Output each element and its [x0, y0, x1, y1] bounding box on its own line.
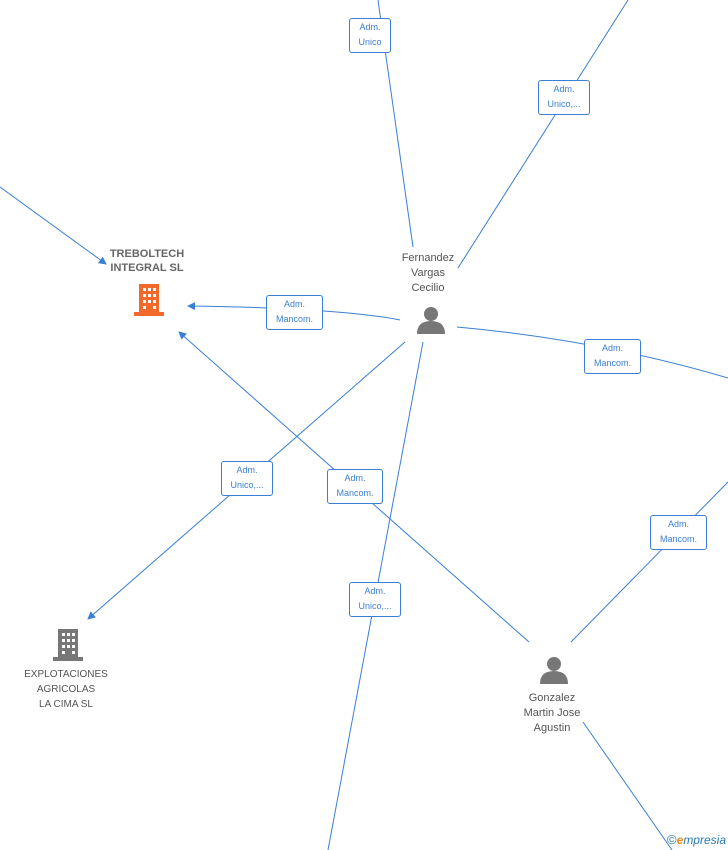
edge-label-line: Unico,... — [358, 601, 392, 611]
edge-label[interactable]: Adm. Mancom. — [584, 339, 641, 374]
person-name-line: Fernandez — [401, 252, 455, 264]
edge-label-line: Unico,... — [230, 480, 264, 490]
edge-label-line: Adm. — [359, 22, 381, 32]
edge-offscreen-to-treboltech — [0, 186, 107, 265]
brand-name: mpresia — [683, 833, 726, 847]
edge-label[interactable]: Adm. Unico,... — [221, 461, 273, 496]
company-explotaciones-label[interactable]: EXPLOTACIONES AGRICOLAS LA CIMA SL — [10, 667, 122, 712]
edge-label-line: Mancom. — [336, 488, 374, 498]
person-name-line: Gonzalez — [528, 692, 576, 704]
edge-fernandez-top-right — [457, 0, 629, 269]
edge-label-line: Unico — [358, 37, 382, 47]
company-name-line: TREBOLTECH — [109, 248, 185, 260]
company-name-line: LA CIMA SL — [39, 699, 93, 710]
edge-label-line: Adm. — [236, 465, 258, 475]
edge-gonzalez-bottom — [582, 721, 673, 850]
person-name-line: Agustin — [533, 722, 571, 734]
edge-label-line: Unico,... — [547, 99, 581, 109]
building-icon — [53, 629, 83, 661]
edge-label-line: Adm. — [283, 299, 305, 309]
empresia-logo: ©empresia — [667, 832, 726, 847]
edge-label-line: Adm. — [601, 343, 623, 353]
edge-label-line: Mancom. — [593, 358, 631, 368]
person-icon — [540, 657, 568, 684]
person-gonzalez-label[interactable]: Gonzalez Martin Jose Agustin — [502, 691, 602, 736]
edge-label[interactable]: Adm. Unico,... — [538, 80, 590, 115]
person-name-line: Vargas — [410, 267, 446, 279]
edge-label[interactable]: Adm. Mancom. — [327, 469, 383, 504]
brand-letter: e — [676, 833, 684, 847]
edge-gonzalez-right — [570, 481, 728, 643]
edge-label-line: Mancom. — [659, 534, 697, 544]
company-name-line: EXPLOTACIONES — [24, 669, 108, 680]
person-name-line: Cecilio — [411, 282, 445, 294]
edge-label[interactable]: Adm. Unico,... — [349, 582, 401, 617]
building-icon — [134, 284, 164, 316]
person-fernandez-label[interactable]: Fernandez Vargas Cecilio — [383, 251, 473, 296]
edge-label[interactable]: Adm. Mancom. — [650, 515, 707, 550]
edge-label[interactable]: Adm. Unico — [349, 18, 391, 53]
person-name-line: Martin Jose — [523, 707, 581, 719]
company-treboltech-label[interactable]: TREBOLTECH INTEGRAL SL — [96, 247, 198, 275]
edge-label-line: Adm. — [344, 473, 366, 483]
copyright-symbol: © — [667, 832, 677, 847]
edge-label-line: Adm. — [364, 586, 386, 596]
edge-label[interactable]: Adm. Mancom. — [266, 295, 323, 330]
person-icon — [417, 307, 445, 334]
company-name-line: AGRICOLAS — [36, 684, 96, 695]
edge-label-line: Adm. — [553, 84, 575, 94]
edge-label-line: Adm. — [667, 519, 689, 529]
edge-label-line: Mancom. — [275, 314, 313, 324]
company-name-line: INTEGRAL SL — [110, 262, 184, 274]
